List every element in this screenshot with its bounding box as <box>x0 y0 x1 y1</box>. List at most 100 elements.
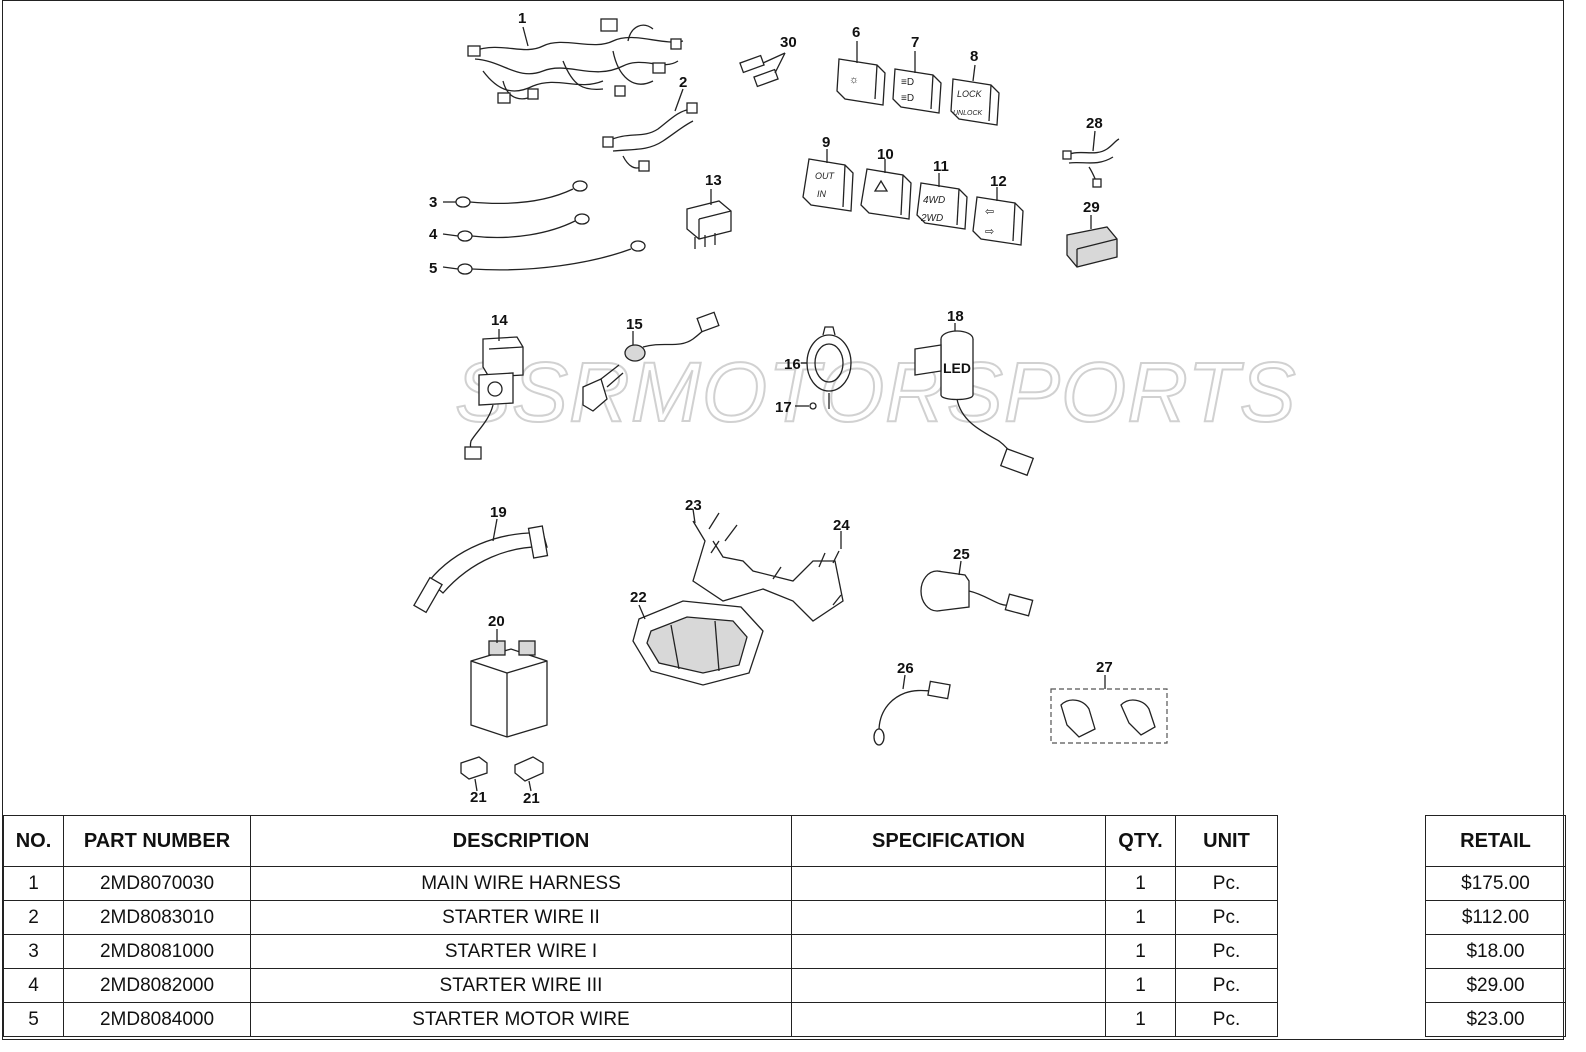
callout-13: 13 <box>705 172 722 189</box>
header-description: DESCRIPTION <box>250 815 792 867</box>
switch-4wd-label: 4WD <box>923 195 945 206</box>
cell-blank <box>1277 934 1426 969</box>
part-starter-wire-2 <box>602 88 698 172</box>
parts-table: NO. PART NUMBER DESCRIPTION SPECIFICATIO… <box>3 815 1566 1037</box>
cell-specification <box>791 1002 1106 1037</box>
callout-2: 2 <box>679 74 687 91</box>
callout-30: 30 <box>780 34 797 51</box>
cell-part-number: 2MD8084000 <box>63 1002 251 1037</box>
part-speedometer <box>632 600 764 686</box>
cell-description: MAIN WIRE HARNESS <box>250 866 792 901</box>
cell-part-number: 2MD8081000 <box>63 934 251 969</box>
cell-part-number: 2MD8083010 <box>63 900 251 935</box>
cell-qty: 1 <box>1105 900 1176 935</box>
callout-11: 11 <box>933 158 949 175</box>
part-battery <box>470 629 548 738</box>
exploded-parts-diagram: SSRMOTORSPORTS <box>3 1 1565 815</box>
part-key-socket <box>582 311 720 412</box>
part-ring-grommet <box>795 326 852 410</box>
cell-description: STARTER MOTOR WIRE <box>250 1002 792 1037</box>
cell-specification <box>791 968 1106 1003</box>
part-fuses <box>739 52 786 88</box>
cell-part-number: 2MD8070030 <box>63 866 251 901</box>
callout-16: 16 <box>784 356 801 373</box>
callout-1: 1 <box>518 10 526 27</box>
cell-no: 4 <box>3 968 64 1003</box>
cell-qty: 1 <box>1105 1002 1176 1037</box>
callout-5: 5 <box>429 260 437 277</box>
svg-text:≡D: ≡D <box>901 77 914 88</box>
cell-no: 3 <box>3 934 64 969</box>
cell-retail: $29.00 <box>1425 968 1566 1003</box>
cell-blank <box>1277 866 1426 901</box>
cell-part-number: 2MD8082000 <box>63 968 251 1003</box>
cell-qty: 1 <box>1105 866 1176 901</box>
svg-text:☼: ☼ <box>849 74 859 86</box>
part-bracket <box>692 508 844 622</box>
part-module <box>1066 215 1118 268</box>
cell-unit: Pc. <box>1175 934 1278 969</box>
header-no: NO. <box>3 815 64 867</box>
table-row: 1 2MD8070030 MAIN WIRE HARNESS 1 Pc. $17… <box>3 866 1566 901</box>
table-row: 2 2MD8083010 STARTER WIRE II 1 Pc. $112.… <box>3 900 1566 935</box>
table-row: 3 2MD8081000 STARTER WIRE I 1 Pc. $18.00 <box>3 934 1566 969</box>
cell-retail: $112.00 <box>1425 900 1566 935</box>
callout-7: 7 <box>911 34 919 51</box>
part-sensor-wire <box>873 674 951 746</box>
cell-description: STARTER WIRE I <box>250 934 792 969</box>
cell-qty: 1 <box>1105 934 1176 969</box>
header-qty: QTY. <box>1105 815 1176 867</box>
svg-text:≡D: ≡D <box>901 93 914 104</box>
callout-19: 19 <box>490 504 507 521</box>
callout-labels: 1 2 3 4 5 6 7 8 9 10 11 12 13 14 15 16 1… <box>429 10 1113 807</box>
svg-text:⇦: ⇦ <box>985 206 994 218</box>
part-ignition-switch <box>464 329 524 460</box>
header-retail: RETAIL <box>1425 815 1566 867</box>
callout-15: 15 <box>626 316 643 333</box>
callout-21a: 21 <box>470 789 487 806</box>
callout-27: 27 <box>1096 659 1113 676</box>
callout-8: 8 <box>970 48 978 65</box>
cell-no: 2 <box>3 900 64 935</box>
part-rocker-switches-top: ☼ ≡D ≡D LOCK UNLOCK <box>836 41 1000 126</box>
callout-18: 18 <box>947 308 964 325</box>
callout-24: 24 <box>833 517 850 534</box>
cell-no: 1 <box>3 866 64 901</box>
switch-lock-label: LOCK <box>957 89 983 99</box>
part-main-wire-harness <box>467 18 684 104</box>
parts-page: SSRMOTORSPORTS <box>2 0 1566 1040</box>
callout-25: 25 <box>953 546 970 563</box>
header-specification: SPECIFICATION <box>791 815 1106 867</box>
callout-9: 9 <box>822 134 830 151</box>
part-terminals <box>460 756 544 792</box>
table-row: 5 2MD8084000 STARTER MOTOR WIRE 1 Pc. $2… <box>3 1002 1566 1037</box>
cell-blank <box>1277 900 1426 935</box>
callout-26: 26 <box>897 660 914 677</box>
cell-blank <box>1277 968 1426 1003</box>
cell-no: 5 <box>3 1002 64 1037</box>
callout-28: 28 <box>1086 115 1103 132</box>
cell-retail: $23.00 <box>1425 1002 1566 1037</box>
switch-2wd-label: 2WD <box>920 213 943 224</box>
callout-20: 20 <box>488 613 505 630</box>
switch-in-label: IN <box>817 189 827 199</box>
header-unit: UNIT <box>1175 815 1278 867</box>
callout-10: 10 <box>877 146 894 163</box>
table-header-row: NO. PART NUMBER DESCRIPTION SPECIFICATIO… <box>3 815 1566 867</box>
cell-unit: Pc. <box>1175 866 1278 901</box>
header-part-number: PART NUMBER <box>63 815 251 867</box>
cell-unit: Pc. <box>1175 968 1278 1003</box>
watermark-text: SSRMOTORSPORTS <box>455 345 1297 439</box>
part-strap <box>413 518 549 614</box>
table-row: 4 2MD8082000 STARTER WIRE III 1 Pc. $29.… <box>3 968 1566 1003</box>
callout-21b: 21 <box>523 790 540 807</box>
part-sub-harness <box>1062 130 1120 188</box>
cell-retail: $18.00 <box>1425 934 1566 969</box>
part-led-socket: LED <box>914 323 1035 477</box>
callout-23: 23 <box>685 497 702 514</box>
led-label: LED <box>943 360 971 376</box>
switch-out-label: OUT <box>815 171 836 181</box>
callout-14: 14 <box>491 312 508 329</box>
cell-description: STARTER WIRE III <box>250 968 792 1003</box>
cell-specification <box>791 866 1106 901</box>
